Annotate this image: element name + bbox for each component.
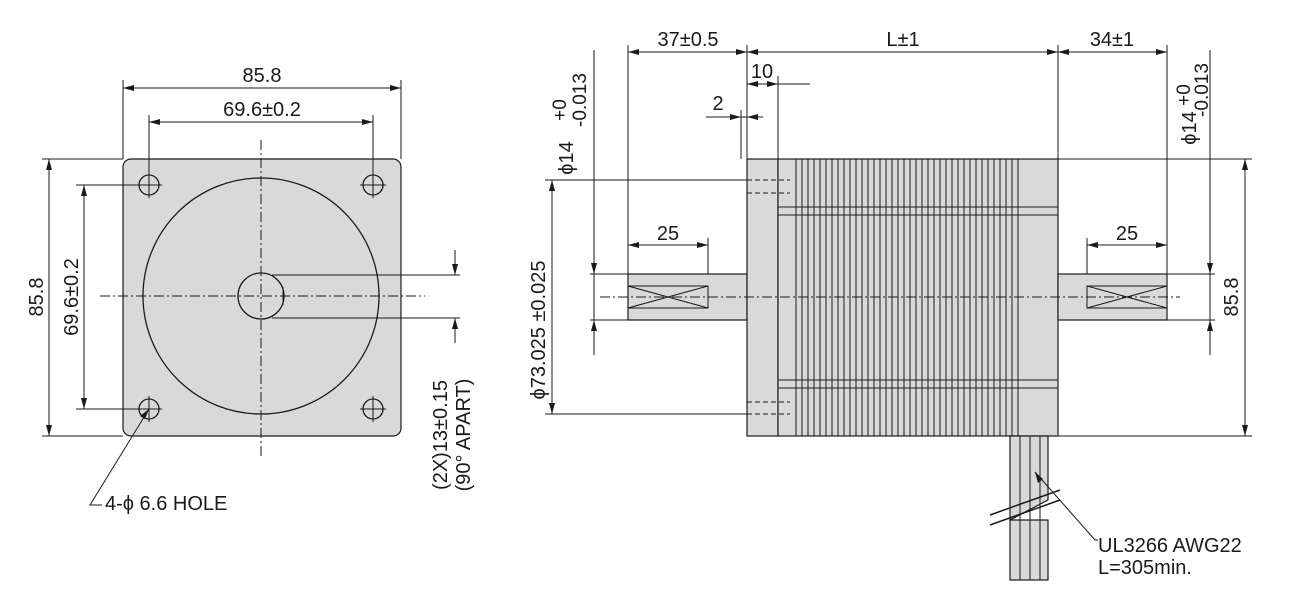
front-overall-width: 85.8 xyxy=(243,65,282,87)
side-view: UL3266 AWG22 L=305min. 37±0.5 L±1 34±1 1… xyxy=(528,29,1252,581)
body-length: L±1 xyxy=(886,29,919,51)
rear-shaft-tol-upper: +0 xyxy=(1174,84,1195,106)
hole-note: 4-ϕ 6.6 HOLE xyxy=(105,493,227,515)
front-hole-pitch-height: 69.6±0.2 xyxy=(61,258,83,336)
rear-key-length: 25 xyxy=(1116,223,1138,245)
rear-shaft-length: 34±1 xyxy=(1090,29,1134,51)
front-view: 85.8 69.6±0.2 85.8 69.6±0.2 (2X)13±0.15 … xyxy=(26,65,475,515)
front-overall-height: 85.8 xyxy=(26,278,48,317)
front-shaft-dia: ϕ14 xyxy=(556,141,578,174)
cable-line1: UL3266 AWG22 xyxy=(1098,535,1242,557)
cable xyxy=(989,435,1098,581)
rear-shaft-tol-lower: -0.013 xyxy=(1192,63,1213,117)
flat-note-line1: (2X)13±0.15 xyxy=(430,380,452,490)
front-shaft-length: 37±0.5 xyxy=(657,29,718,51)
front-flange-square xyxy=(122,158,402,437)
side-body-height: 85.8 xyxy=(1221,278,1243,317)
flange-thickness: 10 xyxy=(751,61,773,83)
cable-line2: L=305min. xyxy=(1098,557,1192,579)
front-hole-pitch-width: 69.6±0.2 xyxy=(223,99,301,121)
pilot-dia: ϕ73.025 ±0.025 xyxy=(528,261,550,400)
front-key-length: 25 xyxy=(657,223,679,245)
front-shaft-tol-lower: -0.013 xyxy=(570,73,591,127)
rear-shaft-dia: ϕ14 xyxy=(1179,111,1201,144)
flange-step: 2 xyxy=(712,93,723,115)
flat-note-line2: (90° APART) xyxy=(453,379,475,492)
front-shaft-tol-upper: +0 xyxy=(550,99,571,121)
